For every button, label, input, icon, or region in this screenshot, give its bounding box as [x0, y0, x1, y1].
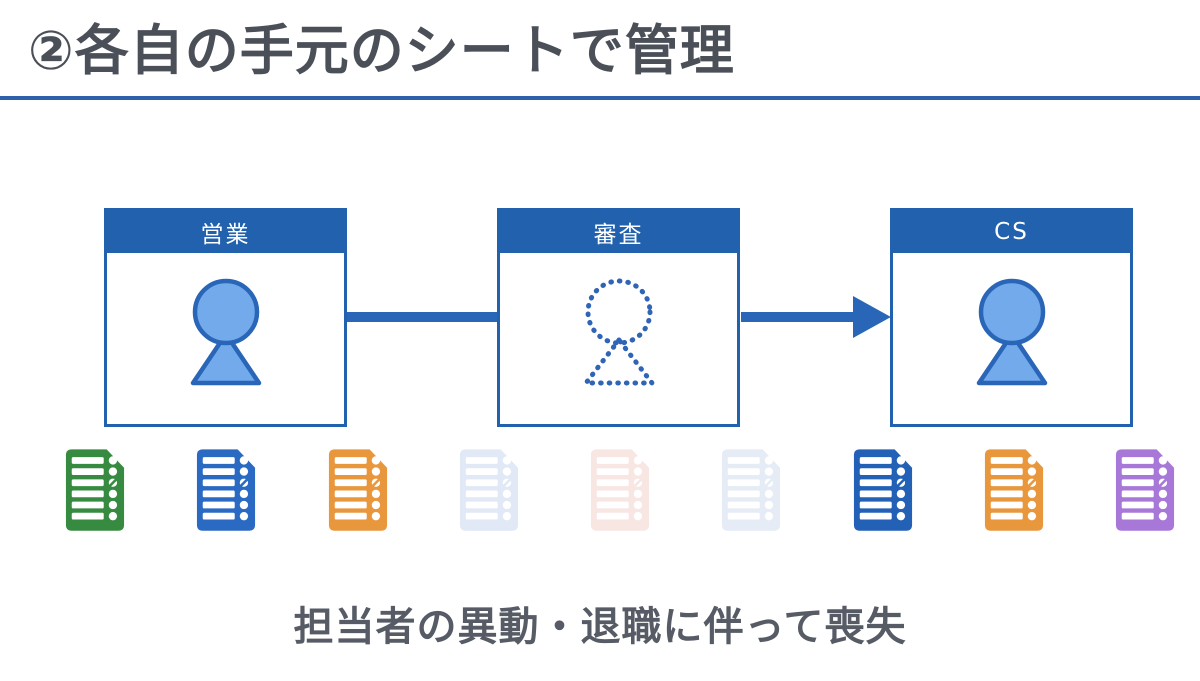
sheet-rows: [334, 456, 380, 521]
sheet-body: [722, 449, 781, 531]
sheet-rows: [465, 456, 511, 521]
sheet-icon-faded-blue: [459, 449, 518, 531]
flow-connector-line: [347, 312, 497, 322]
sheets-row: [64, 449, 1176, 532]
sheet-rows: [859, 456, 905, 521]
box-header-cs: CS: [893, 211, 1130, 253]
flow-box-cs: CS: [890, 208, 1133, 427]
flow-box-sales: 営業: [104, 208, 347, 427]
sheet-icon-orange: [328, 449, 387, 531]
sheet-rows: [728, 456, 774, 521]
caption-text: 担当者の異動・退職に伴って喪失: [293, 604, 907, 650]
box-header-review: 審査: [500, 211, 737, 253]
box-header-sales: 営業: [107, 211, 344, 253]
sheet-icon-faded-red: [590, 449, 650, 531]
person-icon: [190, 278, 261, 386]
sheet-rows: [203, 456, 249, 521]
box-body-cs: [893, 253, 1130, 388]
sheet-body: [459, 449, 518, 531]
person-outline-dotted-icon: [583, 278, 654, 386]
page-title: ②各自の手元のシートで管理: [28, 19, 735, 82]
flow-arrow-right-icon: [741, 296, 891, 338]
sheet-rows: [990, 456, 1036, 521]
person-icon: [976, 278, 1047, 386]
sheet-icon-green: [65, 449, 125, 531]
sheet-icon-faded-gray-blue: [722, 449, 781, 531]
title-underline-rule: [0, 96, 1200, 100]
sheet-body: [590, 449, 650, 531]
sheet-rows: [1121, 456, 1168, 521]
box-body-review: [500, 253, 737, 388]
sheet-icon-blue: [197, 449, 256, 531]
flow-box-review: 審査: [497, 208, 740, 427]
sheet-icon-orange-2: [984, 449, 1043, 531]
sheet-icon-purple: [1115, 449, 1175, 531]
box-body-sales: [107, 253, 344, 388]
sheet-icon-blue-2: [853, 449, 912, 531]
sheet-rows: [596, 456, 643, 521]
